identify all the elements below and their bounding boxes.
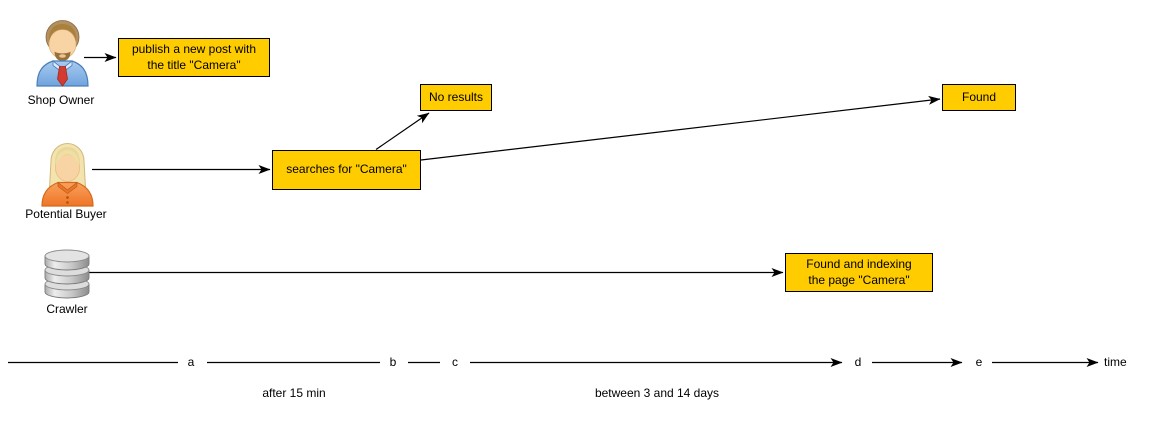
timeline-tick-c: c (452, 355, 458, 369)
arrow-search-to-noresults (375, 112, 430, 150)
timeline-annotation-after-15-min: after 15 min (262, 386, 326, 400)
node-found[interactable]: Found (942, 84, 1016, 111)
arrow-search-to-found (420, 95, 941, 161)
timeline-annotation-between-3-14-days: between 3 and 14 days (594, 386, 720, 400)
shop-owner-label: Shop Owner (27, 93, 95, 107)
timeline-tick-d: d (854, 355, 862, 369)
timeline-tick-a: a (187, 355, 195, 369)
timeline-axis-label: time (1104, 355, 1127, 369)
node-no-results[interactable]: No results (420, 84, 492, 111)
crawler-icon[interactable] (44, 249, 90, 299)
timeline-tick-e: e (975, 355, 983, 369)
node-searches-camera[interactable]: searches for "Camera" (272, 150, 421, 190)
crawler-label: Crawler (46, 302, 88, 316)
node-publish-post[interactable]: publish a new post with the title "Camer… (118, 38, 270, 77)
shop-owner-icon[interactable] (36, 20, 89, 87)
potential-buyer-label: Potential Buyer (25, 207, 107, 221)
potential-buyer-icon[interactable] (41, 143, 94, 207)
timeline-tick-b: b (389, 355, 397, 369)
node-found-indexing[interactable]: Found and indexing the page "Camera" (785, 253, 933, 292)
